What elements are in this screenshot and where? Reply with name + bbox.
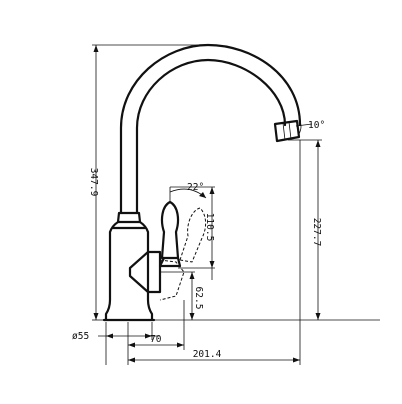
arrow	[209, 187, 215, 194]
aerator-angle-leader	[295, 123, 313, 127]
label-total-height: 347.9	[88, 168, 99, 197]
arrow	[106, 333, 113, 339]
arrow	[177, 342, 184, 348]
lever-open-position	[159, 207, 207, 301]
arrow	[293, 357, 300, 363]
lever-hub	[128, 250, 162, 294]
lever-handle	[160, 200, 180, 260]
dashed-hub	[159, 259, 185, 301]
label-handle-height: 62.5	[193, 287, 204, 310]
label-handle-angle: 22°	[187, 182, 204, 193]
dimension-labels: 347.9 227.7 110.5 62.5 ø55 70 201.4 22° …	[72, 120, 325, 360]
label-handle-swing: 110.5	[204, 213, 215, 242]
tap-body	[104, 220, 154, 322]
lever-stem	[158, 256, 182, 268]
label-spout-height: 227.7	[311, 218, 322, 247]
arrow	[315, 140, 321, 147]
label-handle-offset: 70	[150, 334, 162, 345]
aerator-angle-arc	[298, 119, 302, 135]
arrow	[93, 313, 99, 320]
arrow	[189, 313, 195, 320]
label-aerator-angle: 10°	[308, 120, 325, 131]
spout-collar	[116, 211, 142, 224]
arrow	[145, 333, 152, 339]
arrow	[189, 272, 195, 279]
label-spout-reach: 201.4	[193, 349, 222, 360]
arrow	[128, 357, 135, 363]
aerator-nozzle	[273, 119, 301, 143]
dimension-lines	[92, 44, 380, 365]
arrow	[128, 342, 135, 348]
aerator-ring-2	[288, 121, 292, 140]
aerator-ring	[282, 122, 286, 141]
arrow	[315, 313, 321, 320]
arrow	[93, 45, 99, 52]
arrow	[209, 261, 215, 268]
label-base-diameter: ø55	[72, 331, 89, 342]
arrow	[199, 192, 206, 198]
spout-outer-curve	[119, 43, 302, 215]
tap-outline	[102, 43, 302, 322]
spout-inner-curve	[135, 58, 287, 215]
dashed-lever	[179, 207, 207, 263]
